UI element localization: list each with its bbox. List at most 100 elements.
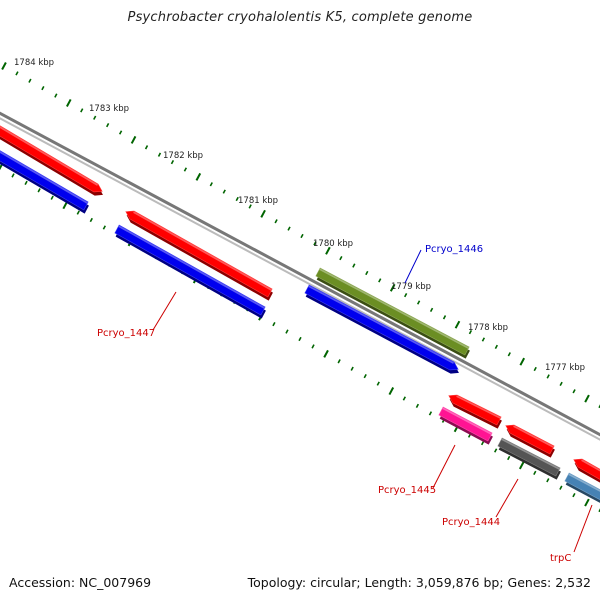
forward-gene-highlight (456, 395, 501, 419)
tick-mark (415, 403, 420, 409)
tick-mark (235, 196, 239, 202)
tick-mark (584, 394, 590, 403)
forward-gene (125, 210, 273, 298)
tick-mark (170, 159, 175, 165)
tick-mark (507, 352, 511, 357)
tick-mark (480, 440, 485, 446)
tick-mark (572, 389, 576, 394)
reverse-gene (114, 224, 266, 316)
tick-mark (559, 381, 563, 386)
tick-mark (376, 381, 380, 386)
tick-mark (311, 344, 315, 349)
tick-mark (339, 256, 343, 261)
tick-mark (272, 321, 276, 327)
tick-mark (157, 152, 162, 157)
tick-mark (519, 357, 526, 366)
tick-mark (337, 359, 341, 364)
olive-gene (315, 267, 470, 356)
tick-mark (494, 448, 498, 453)
tick-mark (144, 145, 149, 150)
tick-label: 1777 kbp (545, 363, 585, 373)
tick-mark (313, 241, 317, 246)
forward-gene-highlight (133, 211, 272, 291)
tick-mark (11, 173, 15, 178)
tick-mark (222, 189, 226, 194)
tick-label: 1783 kbp (89, 104, 129, 114)
steel-gene (564, 472, 600, 501)
reverse-gene (304, 284, 459, 371)
tick-mark (518, 461, 525, 470)
tick-mark (274, 219, 278, 224)
tick-mark (598, 404, 600, 409)
tick-mark (102, 225, 106, 230)
forward-gene-highlight (0, 126, 98, 186)
tick-label: 1781 kbp (238, 196, 278, 206)
reverse-gene-highlight (308, 285, 454, 364)
tick-mark (130, 135, 137, 144)
tick-mark (37, 188, 41, 193)
tick-mark (378, 278, 382, 283)
tick-mark (507, 455, 511, 461)
tick-mark (546, 374, 550, 379)
tick-mark (1, 62, 7, 70)
tick-mark (402, 396, 406, 401)
tick-mark (325, 246, 331, 255)
tick-mark (66, 98, 72, 107)
gene-label-pcryo-1445-leader (432, 444, 456, 489)
gene-label-pcryo-1444: Pcryo_1444 (442, 517, 500, 528)
tick-mark (24, 180, 28, 186)
olive-gene-highlight (319, 268, 469, 349)
tick-mark (546, 478, 550, 483)
tick-mark (584, 498, 590, 507)
tick-mark (365, 270, 369, 276)
reverse-gene-highlight (118, 225, 265, 309)
forward-gene (573, 458, 600, 480)
tick-label: 1779 kbp (391, 282, 431, 292)
tick-mark (454, 320, 461, 329)
map-title: Psychrobacter cryohalolentis K5, complet… (127, 10, 473, 25)
tick-mark (533, 366, 537, 372)
tick-mark (106, 122, 110, 128)
forward-gene (448, 394, 502, 426)
gene-label-pcryo-1446-leader (404, 249, 422, 284)
tick-mark (54, 93, 58, 98)
genome-backbone-outer (0, 111, 600, 437)
gene-label-pcryo-1447-leader (152, 291, 177, 331)
gene-label-pcryo-1445: Pcryo_1445 (378, 485, 436, 496)
tick-mark (323, 349, 329, 358)
pink-gene-highlight (442, 407, 492, 435)
tick-mark (442, 315, 447, 320)
tick-mark (76, 210, 80, 215)
tick-label: 1778 kbp (468, 323, 508, 333)
tick-mark (481, 337, 486, 342)
tick-mark (195, 172, 202, 181)
gray-gene-highlight (501, 438, 560, 470)
accession-text: Accession: NC_007969 (9, 575, 152, 590)
tick-mark (298, 336, 302, 342)
gene-label-pcryo-1447: Pcryo_1447 (97, 328, 155, 339)
forward-gene-highlight (513, 425, 554, 448)
genome-backbone-inner (0, 117, 600, 441)
tick-mark (388, 387, 395, 396)
gene-label-trpc: trpC (550, 553, 571, 564)
tick-mark (389, 283, 396, 292)
tick-mark (404, 292, 408, 298)
tick-label: 1780 kbp (313, 239, 353, 249)
tick-mark (350, 366, 354, 371)
tick-mark (416, 300, 421, 305)
steel-gene-highlight (568, 473, 600, 492)
tick-mark (80, 108, 84, 113)
forward-gene-highlight (581, 459, 600, 472)
tick-mark (363, 374, 367, 379)
tick-mark (494, 344, 498, 350)
tick-mark (41, 86, 45, 91)
genome-summary-text: Topology: circular; Length: 3,059,876 bp… (247, 575, 591, 590)
tick-mark (15, 71, 19, 76)
tick-mark (50, 195, 54, 200)
tick-mark (118, 130, 123, 135)
tick-mark (0, 164, 3, 171)
tick-mark (260, 209, 266, 218)
pink-gene (438, 406, 493, 442)
